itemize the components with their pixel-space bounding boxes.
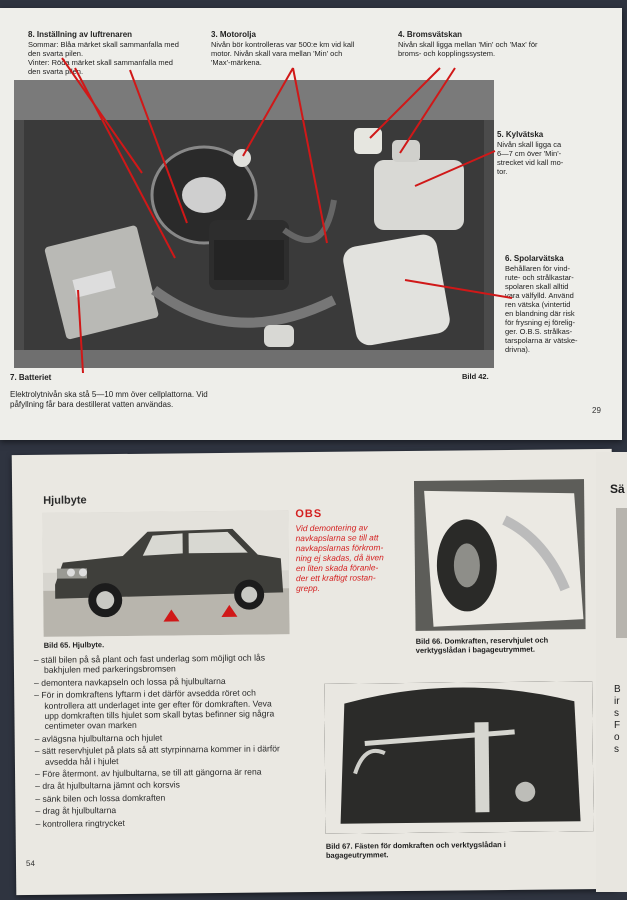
label-motorolja: 3. Motorolja Nivån bör kontrolleras var …	[211, 30, 391, 67]
label-line: den svarta pilen.	[28, 67, 84, 76]
figure-caption-42: Bild 42.	[462, 372, 489, 381]
car-photo	[42, 510, 290, 637]
label-line: ren vätska (vintertid	[505, 300, 571, 309]
obs-heading: OBS	[295, 507, 323, 521]
label-spolarvatska: 6. Spolarvätska Behållaren för vind- rut…	[505, 254, 615, 354]
label-luftrenare-title: 8. Inställning av luftrenaren	[28, 30, 133, 39]
figure-caption-65: Bild 65. Hjulbyte.	[43, 640, 105, 650]
label-line: Nivån skall ligga ca	[497, 140, 562, 149]
label-line: spolaren skall alltid	[505, 282, 569, 291]
adjacent-line: F	[614, 720, 621, 731]
trunk-spare-wheel-photo	[414, 479, 586, 631]
label-kylvatska: 5. Kylvätska Nivån skall ligga ca 6—7 cm…	[497, 130, 607, 176]
label-batteriet: 7. Batteriet	[10, 373, 310, 383]
label-line: Behållaren för vind-	[505, 264, 571, 273]
label-line: tarspolarna är vätske-	[505, 336, 578, 345]
manual-page-29: 8. Inställning av luftrenaren Sommar: Bl…	[0, 8, 622, 440]
label-line: ger. O.B.S. strålkas-	[505, 327, 573, 336]
label-line: en blandning där risk	[505, 309, 575, 318]
label-line: 'Max'-märkena.	[211, 58, 262, 67]
list-item: sänk bilen och lossa domkraften	[35, 791, 285, 804]
adjacent-line: o	[614, 732, 620, 743]
label-line: drivna).	[505, 345, 531, 354]
arrow-batteriet	[77, 289, 84, 374]
wheel-change-steps: ställ bilen på så plant och fast underla…	[34, 652, 286, 831]
arrow-bromsvatskan-2	[399, 67, 456, 154]
caption-line: bagageutrymmet.	[325, 850, 389, 860]
adjacent-line: s	[614, 744, 619, 755]
label-kylvatska-title: 5. Kylvätska	[497, 130, 544, 139]
label-luftrenare: 8. Inställning av luftrenaren Sommar: Bl…	[28, 30, 208, 76]
page-number: 54	[25, 858, 35, 869]
label-line: Elektrolytnivån ska stå 5—10 mm över cel…	[10, 390, 208, 399]
label-bromsvatskan-title: 4. Bromsvätskan	[398, 30, 463, 39]
list-item: drag åt hjulbultarna	[35, 804, 285, 817]
obs-line: grepp.	[296, 582, 320, 594]
arrow-motorolja-2	[292, 67, 328, 244]
arrow-motorolja-1	[242, 67, 294, 157]
engine-bay-illustration	[14, 80, 494, 368]
label-line: 6—7 cm över 'Min'-	[497, 149, 562, 158]
list-item: ställ bilen på så plant och fast underla…	[34, 652, 284, 676]
arrow-luftrenare-2	[61, 57, 143, 174]
list-item: dra åt hjulbultarna jämnt och korsvis	[35, 779, 285, 792]
adjacent-line: ir	[614, 696, 620, 707]
list-item: kontrollera ringtrycket	[36, 816, 286, 829]
label-line: rute- och strålkastar-	[505, 273, 574, 282]
list-item: demontera navkapseln och lossa på hjulbu…	[34, 675, 284, 688]
arrow-luftrenare-3	[129, 69, 188, 224]
adjacent-page-edge: Sä B ir s F o s	[596, 452, 627, 892]
label-batteriet-title: 7. Batteriet	[10, 373, 52, 382]
batteriet-text: Elektrolytnivån ska stå 5—10 mm över cel…	[10, 390, 330, 410]
label-line: motor. Nivån skall vara mellan 'Min' och	[211, 49, 343, 58]
label-line: den svarta pilen.	[28, 49, 84, 58]
manual-page-54: Hjulbyte Bild 65. Hjulbyte. OBS Vid demo…	[11, 448, 617, 896]
engine-bay-photo	[14, 80, 494, 368]
list-item: Före återmont. av hjulbultarna, se till …	[35, 766, 285, 779]
list-item: För in domkraftens lyftarm i det därför …	[34, 688, 284, 732]
trunk-brackets-illustration	[324, 681, 594, 834]
adjacent-line: s	[614, 708, 619, 719]
list-item: avlägsna hjulbultarna och hjulet	[35, 731, 285, 744]
figure-caption-67: Bild 67. Fästen för domkraften och verkt…	[326, 839, 586, 860]
trunk-illustration	[414, 479, 586, 631]
label-line: broms- och kopplingssystem.	[398, 49, 496, 58]
adjacent-page-photo	[616, 508, 627, 638]
adjacent-page-text: B ir s F o s	[614, 684, 621, 756]
adjacent-line: B	[614, 684, 621, 695]
label-bromsvatskan: 4. Bromsvätskan Nivån skall ligga mellan…	[398, 30, 578, 58]
label-line: påfyllning får bara destillerat vatten a…	[10, 400, 174, 409]
label-line: Nivån bör kontrolleras var 500:e km vid …	[211, 40, 355, 49]
caption-line: verktygslådan i bagageutrymmet.	[415, 644, 536, 655]
label-line: vara välfylld. Använd	[505, 291, 574, 300]
label-line: för frysning ej förelig-	[505, 318, 576, 327]
page-number: 29	[592, 406, 601, 415]
label-line: strecket vid kall mo-	[497, 158, 564, 167]
label-line: Nivån skall ligga mellan 'Min' och 'Max'…	[398, 40, 538, 49]
label-line: tor.	[497, 167, 508, 176]
figure-caption-66: Bild 66. Domkraften, reservhjulet och ve…	[416, 635, 596, 655]
arrow-bromsvatskan-1	[369, 67, 441, 139]
label-spolarvatska-title: 6. Spolarvätska	[505, 254, 564, 263]
section-title: Hjulbyte	[43, 494, 87, 507]
arrow-kylvatska	[414, 150, 496, 187]
label-line: Sommar: Blåa märket skall sammanfalla me…	[28, 40, 179, 49]
obs-note: Vid demontering av navkapslarna se till …	[295, 522, 404, 593]
adjacent-page-title: Sä	[610, 482, 625, 496]
label-motorolja-title: 3. Motorolja	[211, 30, 256, 39]
callout-arrows	[61, 57, 513, 374]
trunk-brackets-photo	[324, 681, 594, 834]
list-item: sätt reservhjulet på plats så att styrpi…	[35, 744, 285, 767]
arrow-spolarvatska	[404, 279, 513, 299]
label-line: Vinter: Röda märket skall sammanfalla me…	[28, 58, 173, 67]
car-illustration	[42, 510, 290, 637]
